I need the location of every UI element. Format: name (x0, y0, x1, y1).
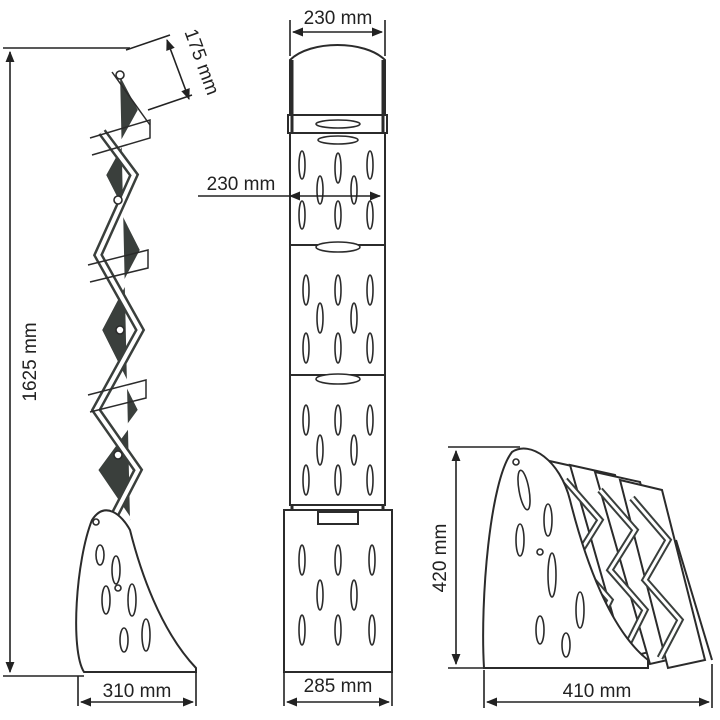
front-slot-pattern (298, 150, 374, 496)
front-view: 230 mm 230 m (198, 8, 393, 707)
front-shelves (289, 132, 386, 506)
folded-view: 420 mm (430, 446, 713, 708)
front-base-width-label: 285 mm (304, 676, 373, 697)
top-depth-dimension-line (166, 38, 190, 101)
front-top-width-label: 230 mm (304, 8, 373, 29)
side-height-label: 1625 mm (20, 322, 41, 401)
folded-length-label: 410 mm (563, 681, 632, 702)
folded-height-label: 420 mm (430, 524, 451, 593)
front-header-panel (289, 44, 386, 116)
front-base-slots (298, 544, 376, 646)
side-view: 1625 mm 175 mm (3, 26, 223, 707)
front-shelf-width-label: 230 mm (207, 174, 276, 195)
folded-base-slots (512, 458, 585, 658)
folded-scissor-frame (543, 458, 713, 670)
front-base (283, 509, 393, 673)
scissor-frame (87, 70, 151, 523)
side-top-depth-label: 175 mm (180, 26, 223, 98)
side-base-width-label: 310 mm (103, 681, 172, 702)
